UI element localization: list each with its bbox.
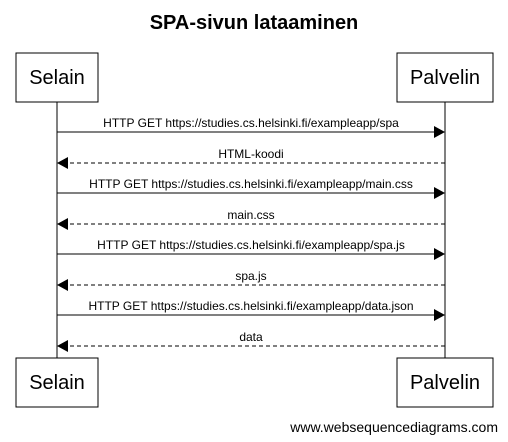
messages-group: HTTP GET https://studies.cs.helsinki.fi/… [57, 116, 445, 352]
arrowhead [434, 126, 445, 138]
message-label: HTML-koodi [218, 147, 283, 161]
watermark-text: www.websequencediagrams.com [289, 419, 498, 435]
message-label: HTTP GET https://studies.cs.helsinki.fi/… [103, 116, 399, 130]
arrowhead [57, 157, 68, 169]
message-6: spa.js [57, 269, 445, 291]
message-7: HTTP GET https://studies.cs.helsinki.fi/… [57, 299, 445, 321]
message-label: data [239, 330, 263, 344]
arrowhead [57, 340, 68, 352]
message-label: spa.js [235, 269, 266, 283]
participant-palvelin-bottom: Palvelin [396, 357, 494, 408]
participant-label: Palvelin [410, 372, 480, 394]
message-label: HTTP GET https://studies.cs.helsinki.fi/… [97, 238, 405, 252]
participant-label: Selain [29, 67, 85, 89]
participant-label: Palvelin [410, 67, 480, 89]
participant-selain-top: Selain [15, 52, 99, 103]
participant-box [15, 52, 99, 103]
message-4: main.css [57, 208, 445, 230]
message-8: data [57, 330, 445, 352]
participant-box [15, 357, 99, 408]
message-3: HTTP GET https://studies.cs.helsinki.fi/… [57, 177, 445, 199]
diagram-title: SPA-sivun lataaminen [150, 12, 359, 34]
participant-palvelin-top: Palvelin [396, 52, 494, 103]
arrowhead [434, 248, 445, 260]
participant-selain-bottom: Selain [15, 357, 99, 408]
arrowhead [57, 218, 68, 230]
participant-box [396, 357, 494, 408]
message-label: HTTP GET https://studies.cs.helsinki.fi/… [88, 299, 413, 313]
message-label: HTTP GET https://studies.cs.helsinki.fi/… [89, 177, 413, 191]
participant-box [396, 52, 494, 103]
message-2: HTML-koodi [57, 147, 445, 169]
message-5: HTTP GET https://studies.cs.helsinki.fi/… [57, 238, 445, 260]
message-1: HTTP GET https://studies.cs.helsinki.fi/… [57, 116, 445, 138]
participant-label: Selain [29, 372, 85, 394]
arrowhead [434, 187, 445, 199]
arrowhead [57, 279, 68, 291]
arrowhead [434, 309, 445, 321]
message-label: main.css [227, 208, 274, 222]
